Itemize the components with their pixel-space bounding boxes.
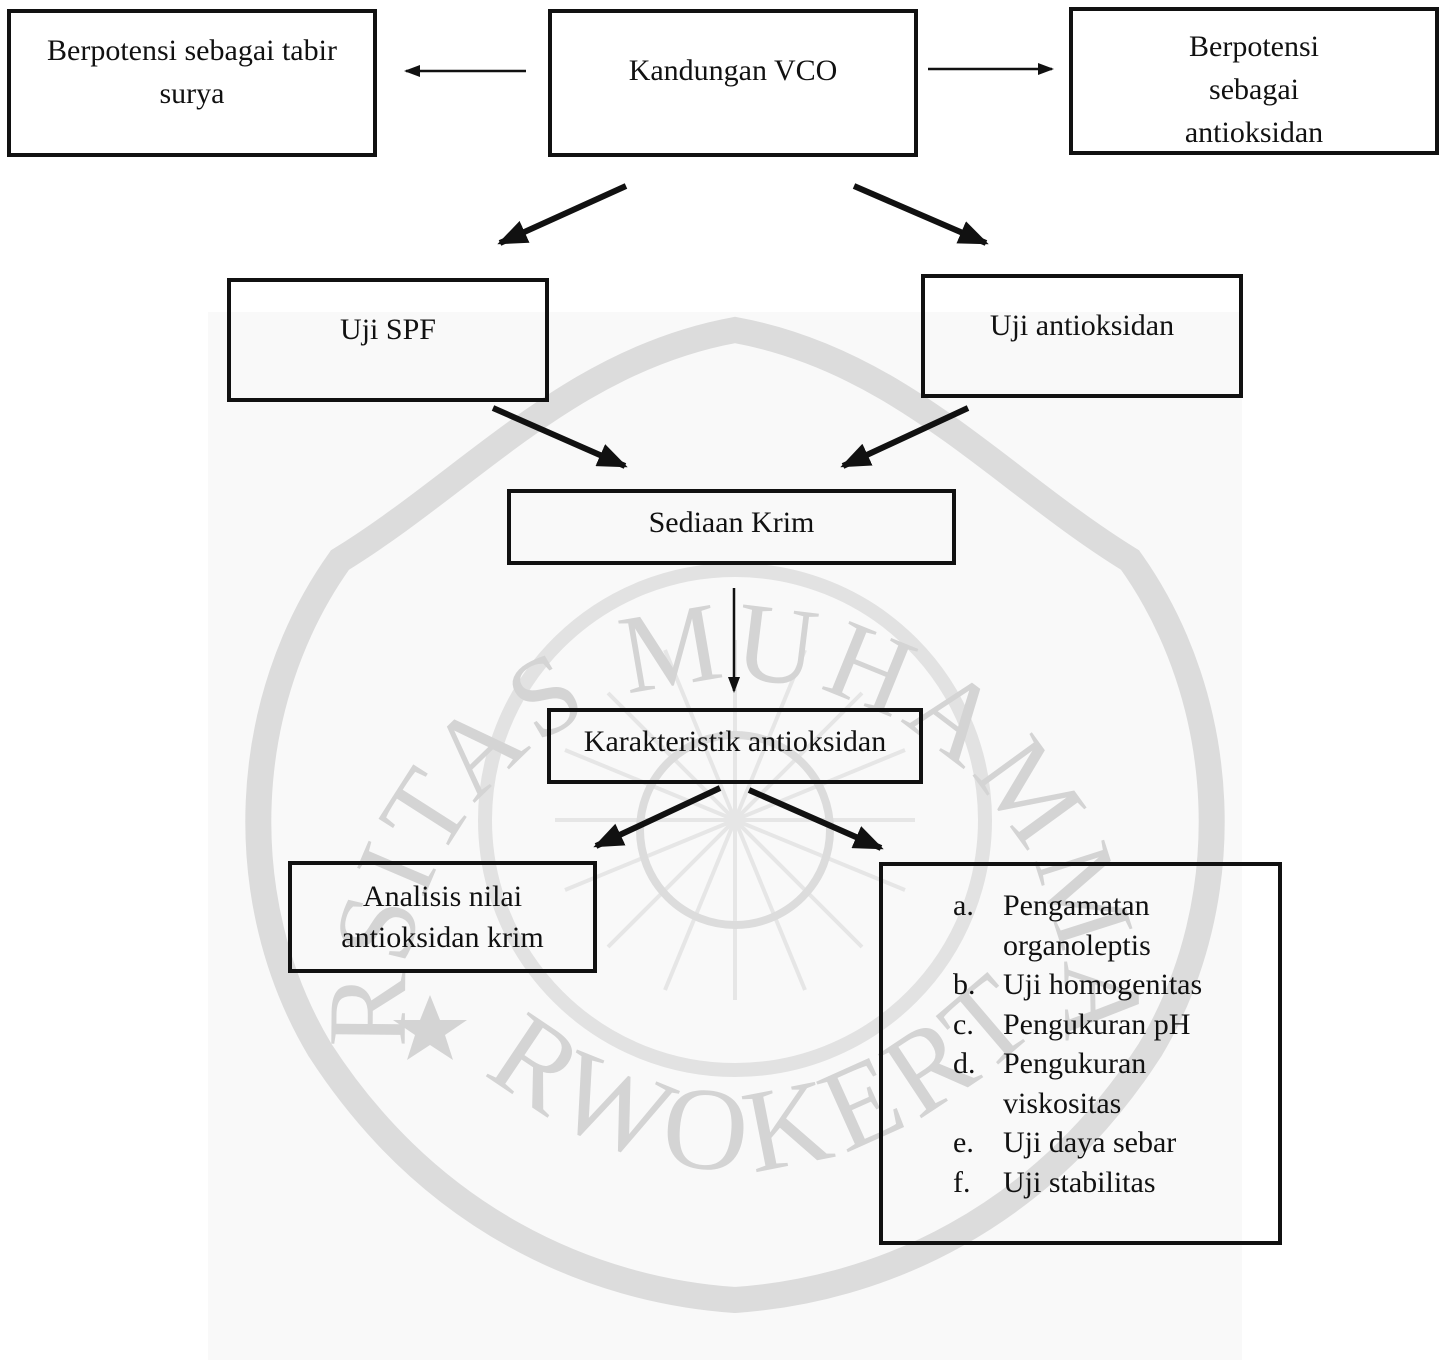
list-marker: e. <box>953 1126 974 1159</box>
list-item-text: Pengukuran pH <box>1003 1007 1191 1041</box>
evaluation-list-item: e. Uji daya sebar <box>953 1123 1248 1163</box>
evaluation-list-item: d. Pengukuran viskositas <box>953 1044 1248 1123</box>
node-analisis: Analisis nilai antioksidan krim <box>288 861 597 973</box>
list-marker: c. <box>953 1007 974 1041</box>
list-marker: f. <box>953 1165 971 1199</box>
node-uji-antioksidan: Uji antioksidan <box>921 274 1243 398</box>
arrow-to-uji-spf <box>497 183 628 246</box>
evaluation-list-item: c. Pengukuran pH <box>953 1005 1248 1045</box>
arrow-spf-to-sediaan <box>491 405 628 469</box>
arrow-to-analisis <box>593 785 722 849</box>
node-tabir-surya-label: Berpotensi sebagai tabir surya <box>47 34 337 110</box>
arrow-to-evaluation-list <box>747 787 884 851</box>
list-marker: b. <box>953 968 976 1001</box>
list-item-text: Pengukuran viskositas <box>1003 1047 1147 1120</box>
node-antioksidan-potensi: Berpotensi sebagai antioksidan <box>1069 7 1439 155</box>
evaluation-list-item: a. Pengamatan organoleptis <box>953 886 1248 965</box>
node-karakteristik-label: Karakteristik antioksidan <box>583 725 887 758</box>
list-item-text: Uji stabilitas <box>1003 1165 1156 1199</box>
list-item-text: Uji daya sebar <box>1003 1126 1177 1159</box>
node-kandungan-vco-label: Kandungan VCO <box>628 54 838 87</box>
node-sediaan-krim: Sediaan Krim <box>507 489 956 565</box>
evaluation-list: a. Pengamatan organoleptis b. Uji homogenit… <box>953 886 1248 1202</box>
node-analisis-label: Analisis nilai antioksidan krim <box>341 880 544 954</box>
list-marker: d. <box>953 1047 976 1080</box>
list-item-text: Uji homogenitas <box>1003 968 1203 1001</box>
node-tabir-surya: Berpotensi sebagai tabir surya <box>7 9 377 157</box>
node-karakteristik: Karakteristik antioksidan <box>547 708 923 784</box>
evaluation-list-item: f. Uji stabilitas <box>953 1163 1248 1203</box>
node-sediaan-krim-label: Sediaan Krim <box>648 506 815 539</box>
arrow-to-uji-antioksidan <box>852 183 989 246</box>
arrow-antioksidan-to-sediaan <box>840 405 970 469</box>
node-uji-spf: Uji SPF <box>227 278 549 402</box>
node-antioksidan-potensi-label: Berpotensi sebagai antioksidan <box>1184 30 1324 149</box>
node-evaluation-list: a. Pengamatan organoleptis b. Uji homogenit… <box>879 862 1282 1245</box>
evaluation-list-item: b. Uji homogenitas <box>953 965 1248 1005</box>
list-item-text: Pengamatan organoleptis <box>1003 889 1151 962</box>
node-uji-antioksidan-label: Uji antioksidan <box>989 309 1175 342</box>
list-marker: a. <box>953 889 974 922</box>
node-kandungan-vco: Kandungan VCO <box>548 9 918 157</box>
node-uji-spf-label: Uji SPF <box>340 313 436 346</box>
